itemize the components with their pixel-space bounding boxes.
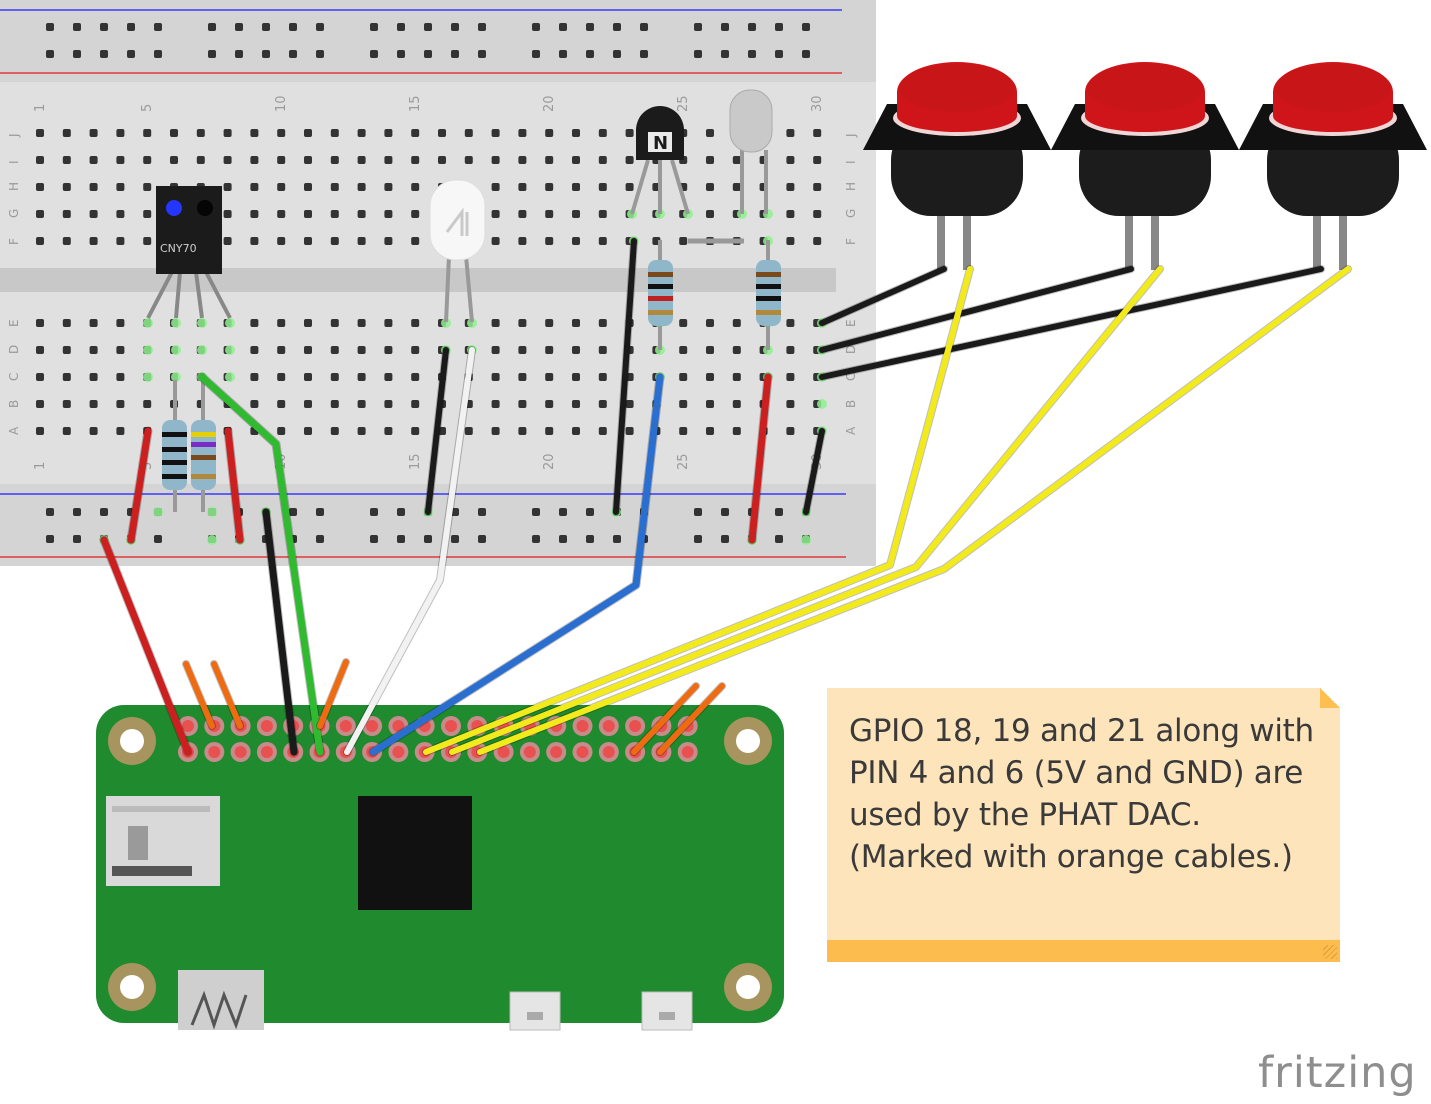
npn-transistor: N — [630, 106, 690, 215]
column-number: 10 — [274, 95, 289, 112]
cny70-label: CNY70 — [160, 242, 197, 255]
row-letter: H — [844, 182, 858, 191]
row-letter: D — [844, 345, 858, 354]
resistor-2 — [191, 380, 216, 512]
breadboard-center-channel — [0, 268, 836, 292]
row-letter: F — [7, 238, 21, 245]
column-number: 15 — [408, 453, 423, 470]
soc-chip — [358, 796, 472, 910]
micro-usb-port-1 — [509, 991, 561, 1031]
column-number: 25 — [676, 453, 691, 470]
push-buttons — [863, 62, 1427, 270]
column-number: 30 — [810, 95, 825, 112]
resistor-3 — [648, 240, 673, 350]
column-number: 5 — [140, 104, 155, 112]
row-letter: J — [844, 133, 858, 138]
row-letter: D — [7, 345, 21, 354]
raspberry-pi-zero — [96, 705, 784, 1031]
micro-usb-port-2 — [641, 991, 693, 1031]
white-led — [429, 179, 486, 323]
row-letter: C — [7, 373, 21, 381]
row-letter: E — [844, 319, 858, 327]
row-letter: B — [844, 400, 858, 408]
cny70-sensor: CNY70 — [146, 186, 232, 319]
row-letter: J — [7, 133, 21, 138]
note-fold — [1320, 688, 1340, 708]
mini-hdmi-port — [178, 970, 264, 1030]
resistor-1 — [162, 380, 187, 512]
row-letter: C — [844, 373, 858, 381]
column-number: 25 — [676, 95, 691, 112]
row-letter: H — [7, 182, 21, 191]
wires — [99, 237, 1352, 757]
row-letter: E — [7, 319, 21, 327]
row-letter: F — [844, 238, 858, 245]
transistor-label: N — [653, 133, 668, 154]
column-number: 20 — [542, 453, 557, 470]
resistor-4 — [756, 240, 781, 350]
column-number: 1 — [33, 462, 48, 470]
row-letter: A — [7, 426, 21, 435]
note-footer-bar — [827, 940, 1340, 962]
row-letter: B — [7, 400, 21, 408]
row-letter: I — [844, 160, 858, 164]
column-number: 20 — [542, 95, 557, 112]
row-letter: G — [844, 209, 858, 218]
fritzing-logo: fritzing — [1258, 1048, 1417, 1098]
breadboard-holes — [36, 23, 827, 545]
note-resize-grip[interactable] — [1323, 945, 1337, 959]
column-number: 5 — [140, 462, 155, 470]
photo-led — [729, 89, 773, 214]
row-letter: I — [7, 160, 21, 164]
note-text: GPIO 18, 19 and 21 along with PIN 4 and … — [849, 713, 1314, 875]
breadboard-row-letters: J J I I H H G G F F E E D D C C B B A A — [7, 133, 858, 435]
sd-card-slot — [106, 796, 220, 886]
row-letter: G — [7, 209, 21, 218]
row-letter: A — [844, 426, 858, 435]
column-number: 15 — [408, 95, 423, 112]
column-number: 1 — [33, 104, 48, 112]
sticky-note: GPIO 18, 19 and 21 along with PIN 4 and … — [827, 688, 1340, 962]
